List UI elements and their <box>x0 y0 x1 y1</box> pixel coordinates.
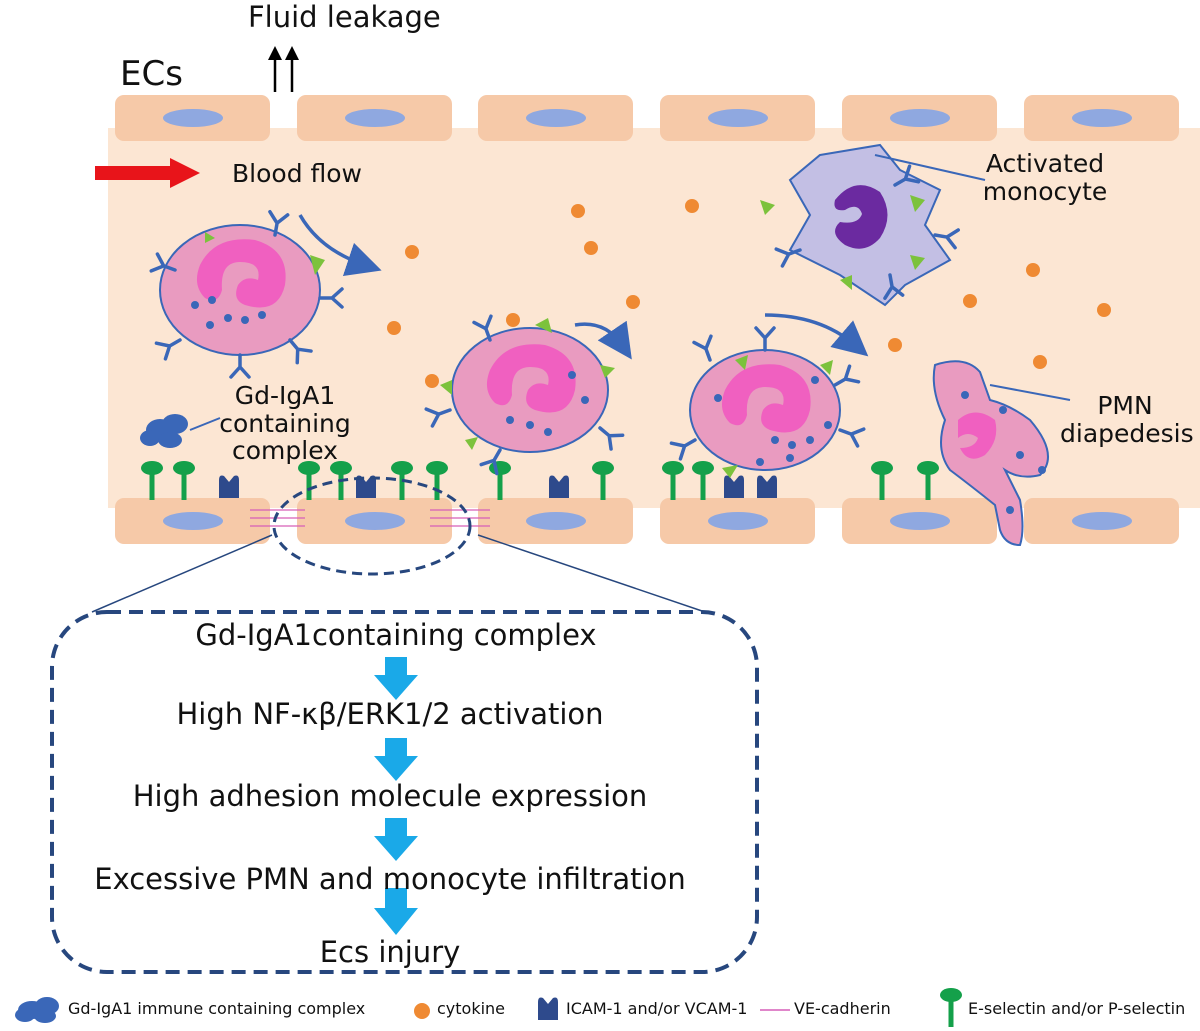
ve-cadherin-lines <box>250 509 490 527</box>
activated-monocyte <box>760 143 960 307</box>
rolling-arrow-2 <box>574 320 632 360</box>
blood-flow-label: Blood flow <box>232 159 362 188</box>
gd-complex-line-2: containing <box>219 408 351 438</box>
pmn-cell-2 <box>424 314 625 476</box>
gd-complex-line-1: Gd-IgA1 <box>234 381 336 410</box>
ecs-label: ECs <box>120 54 183 94</box>
zoom-line-right <box>477 534 706 613</box>
pmn-diapedesis-cell <box>932 360 1049 547</box>
zoom-line-left <box>91 534 273 613</box>
receptor-icon <box>538 997 558 1020</box>
legend-icons <box>15 988 962 1027</box>
magnification-ellipse <box>272 476 472 576</box>
activated-monocyte-line-1: Activated <box>985 149 1105 178</box>
gd-complex-line-3: complex <box>232 436 338 465</box>
legend-label-icam: ICAM-1 and/or VCAM-1 <box>566 999 748 1018</box>
flow-step-1: Gd-IgA1containing complex <box>195 618 597 652</box>
selectin-icon <box>940 988 962 1027</box>
fluid-leakage-label: Fluid leakage <box>248 0 441 34</box>
pmn-diapedesis-line-1: PMN <box>1097 391 1153 420</box>
flow-step-4: Excessive PMN and monocyte infiltration <box>94 862 686 896</box>
legend-label-cytokine: cytokine <box>437 999 506 1018</box>
monocyte-pointer <box>874 154 986 181</box>
flow-arrows <box>374 657 418 935</box>
gd-complex-label: Gd-IgA1 containing complex <box>210 382 360 465</box>
flow-step-3: High adhesion molecule expression <box>132 779 648 813</box>
pmn-cell-1 <box>149 210 344 379</box>
activated-monocyte-label: Activated monocyte <box>975 150 1115 205</box>
pmn-pointer <box>989 384 1071 401</box>
flow-step-2: High NF-κβ/ERK1/2 activation <box>176 697 604 731</box>
cloud-icon <box>15 997 59 1023</box>
legend-label-complex: Gd-IgA1 immune containing complex <box>68 999 366 1018</box>
rolling-arrow-1 <box>298 214 382 277</box>
complex-pointer <box>189 417 221 431</box>
gd-iga1-complex-cloud <box>140 414 188 448</box>
dot-icon <box>414 1003 430 1019</box>
fluid-leakage-arrows <box>268 46 299 92</box>
pmn-diapedesis-label: PMN diapedesis <box>1060 391 1194 448</box>
legend-label-ve-cadherin: VE-cadherin <box>794 999 891 1018</box>
blood-flow-arrow <box>95 158 200 188</box>
flow-step-5: Ecs injury <box>319 935 461 969</box>
legend-label-selectin: E-selectin and/or P-selectin <box>968 999 1186 1018</box>
cytokines <box>387 199 1111 388</box>
rolling-arrow-3 <box>764 313 869 357</box>
pmn-diapedesis-line-2: diapedesis <box>1060 418 1194 448</box>
flowchart-box <box>50 610 759 974</box>
pmn-cell-3 <box>669 326 866 478</box>
activated-monocyte-line-2: monocyte <box>982 176 1108 206</box>
